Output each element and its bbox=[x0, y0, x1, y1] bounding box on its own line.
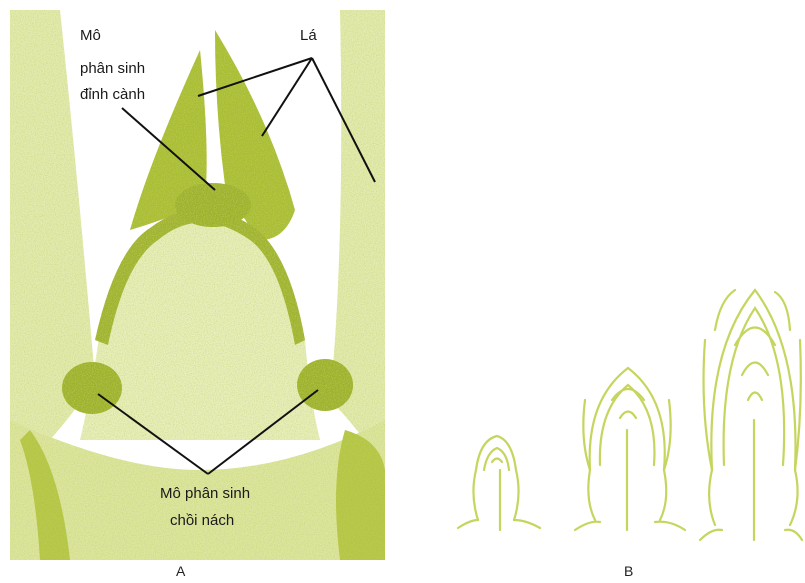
stage-1 bbox=[458, 436, 540, 530]
stage-3 bbox=[700, 290, 802, 540]
panel-b-stages bbox=[458, 290, 802, 540]
leader-leaf-2 bbox=[262, 58, 312, 136]
left-axillary-bud bbox=[62, 362, 122, 414]
panel-label-a: A bbox=[176, 563, 186, 579]
apical-dome bbox=[175, 183, 251, 227]
leader-leaf-1 bbox=[198, 58, 312, 96]
right-axillary-bud bbox=[297, 359, 353, 411]
label-apical-meristem: Mô phân sinh đỉnh cành bbox=[80, 27, 149, 103]
panel-label-b: B bbox=[624, 563, 633, 579]
label-leaf: Lá bbox=[300, 27, 317, 44]
stage-2 bbox=[575, 368, 685, 530]
